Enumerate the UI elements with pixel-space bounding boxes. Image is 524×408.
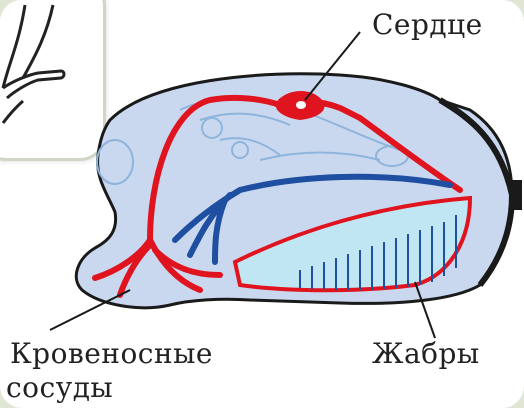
blood-vessels-label-line2: сосуды: [6, 371, 113, 405]
heart-nucleus: [296, 101, 306, 109]
blood-vessels-label-line1: Кровеносные: [10, 337, 213, 371]
heart-label: Сердце: [372, 8, 483, 42]
gills-label: Жабры: [372, 337, 480, 371]
shell-tip: [512, 180, 522, 210]
